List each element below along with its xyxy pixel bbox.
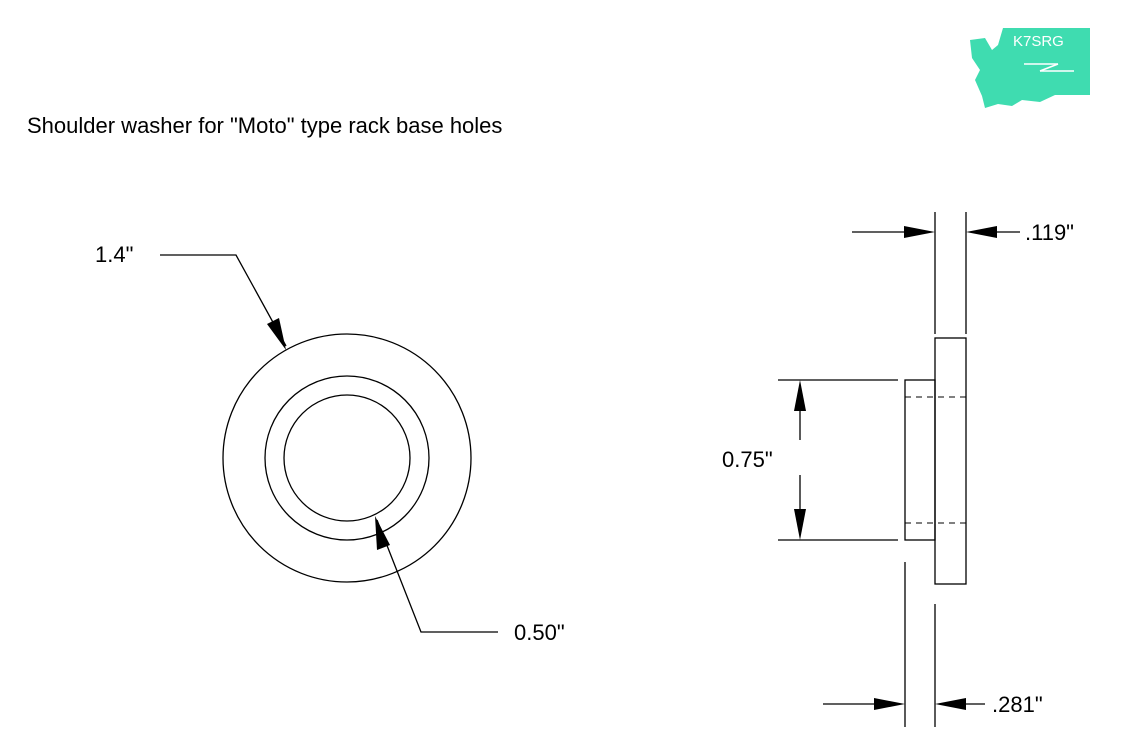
flange-thickness-label: .119" — [1025, 220, 1074, 245]
outer-diameter-leader — [160, 254, 287, 347]
inner-diameter-leader — [376, 519, 498, 633]
shoulder — [904, 379, 936, 541]
inner-diameter-arrowhead — [375, 516, 390, 550]
shoulder-length-arrowhead-right — [935, 698, 966, 710]
shoulder-length-label: .281" — [992, 692, 1043, 717]
page-title: Shoulder washer for "Moto" type rack bas… — [27, 113, 502, 138]
logo: K7SRG — [970, 28, 1090, 108]
logo-callsign: K7SRG — [1013, 33, 1064, 50]
front-view: 1.4" 0.50" — [95, 242, 565, 645]
shoulder-length-arrowhead-left — [874, 698, 905, 710]
shoulder-diameter-label: 0.75" — [722, 447, 773, 472]
flange-arrowhead-right — [966, 226, 997, 238]
inner-diameter-label: 0.50" — [514, 620, 565, 645]
washington-state-icon — [970, 28, 1090, 108]
flange — [934, 337, 967, 585]
lightning-icon — [1024, 63, 1074, 72]
shoulder-arrowhead-bottom — [794, 509, 806, 540]
middle-circle — [264, 375, 430, 541]
outer-circle — [222, 333, 472, 583]
side-view: .119" 0.75" .281" — [722, 212, 1074, 727]
inner-circle — [283, 394, 411, 522]
flange-arrowhead-left — [904, 226, 935, 238]
outer-diameter-arrowhead — [267, 318, 286, 350]
outer-diameter-label: 1.4" — [95, 242, 133, 267]
shoulder-arrowhead-top — [794, 380, 806, 411]
